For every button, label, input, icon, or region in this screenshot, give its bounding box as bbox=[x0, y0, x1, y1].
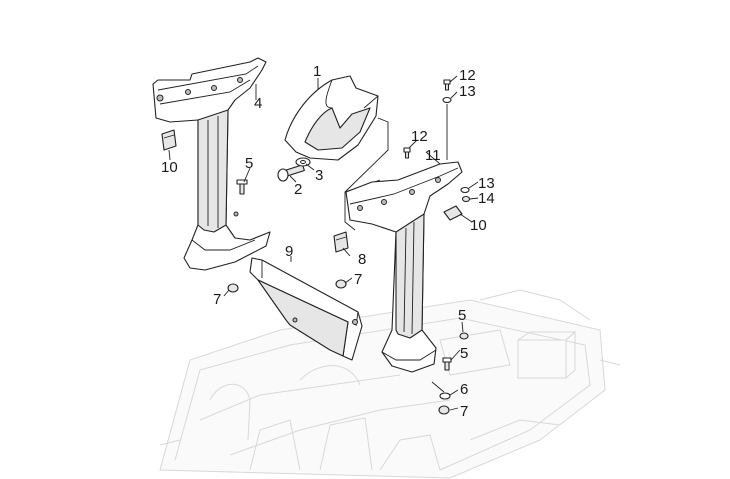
clip-8 bbox=[333, 231, 349, 253]
callout-4: 4 bbox=[254, 95, 262, 112]
callout-13-top: 13 bbox=[459, 83, 476, 100]
callout-14: 14 bbox=[478, 190, 495, 207]
clip-10-left bbox=[161, 129, 177, 151]
callout-9: 9 bbox=[285, 243, 293, 260]
washer-14 bbox=[461, 195, 471, 203]
callout-5-right-lower: 5 bbox=[460, 345, 468, 362]
background-chassis-outline bbox=[159, 289, 621, 479]
callout-7-bottom: 7 bbox=[460, 403, 468, 420]
nut-7-left bbox=[227, 283, 239, 293]
washer-13-top bbox=[442, 96, 452, 104]
callout-11: 11 bbox=[425, 147, 441, 164]
callout-13-right: 13 bbox=[478, 175, 495, 192]
callout-5-left: 5 bbox=[245, 155, 253, 172]
lower-cross-member-9 bbox=[249, 257, 363, 361]
left-pillar-bracket bbox=[152, 57, 271, 271]
callout-7-left: 7 bbox=[213, 291, 221, 308]
callout-3: 3 bbox=[315, 167, 323, 184]
bolt-5-left bbox=[236, 179, 248, 195]
callout-12-middle: 12 bbox=[411, 128, 428, 145]
washer-3 bbox=[295, 157, 311, 167]
bolt-12-top bbox=[443, 79, 451, 91]
callout-labels: 1 2 3 4 5 5 5 6 7 7 7 8 9 10 10 11 12 12… bbox=[161, 63, 495, 420]
right-pillar-bracket bbox=[345, 161, 463, 373]
bolt-5-right-upper bbox=[459, 332, 469, 340]
callout-2: 2 bbox=[294, 181, 302, 198]
washer-6 bbox=[439, 392, 451, 400]
washer-13-right bbox=[460, 186, 470, 194]
nut-7-bottom bbox=[438, 405, 450, 415]
callout-7-middle: 7 bbox=[354, 271, 362, 288]
callout-12-top: 12 bbox=[459, 67, 476, 84]
callout-10-right: 10 bbox=[470, 217, 487, 234]
callout-leaders bbox=[168, 75, 479, 411]
bolt-12-middle bbox=[403, 147, 411, 159]
trim-panel-1 bbox=[284, 75, 379, 161]
callout-8: 8 bbox=[358, 251, 366, 268]
clip-10-right bbox=[443, 205, 463, 221]
callout-1: 1 bbox=[313, 63, 321, 80]
bolt-2 bbox=[277, 164, 305, 182]
callout-10-left: 10 bbox=[161, 159, 178, 176]
callout-6: 6 bbox=[460, 381, 468, 398]
callout-5-right-upper: 5 bbox=[458, 307, 466, 324]
nut-7-middle bbox=[335, 279, 347, 289]
